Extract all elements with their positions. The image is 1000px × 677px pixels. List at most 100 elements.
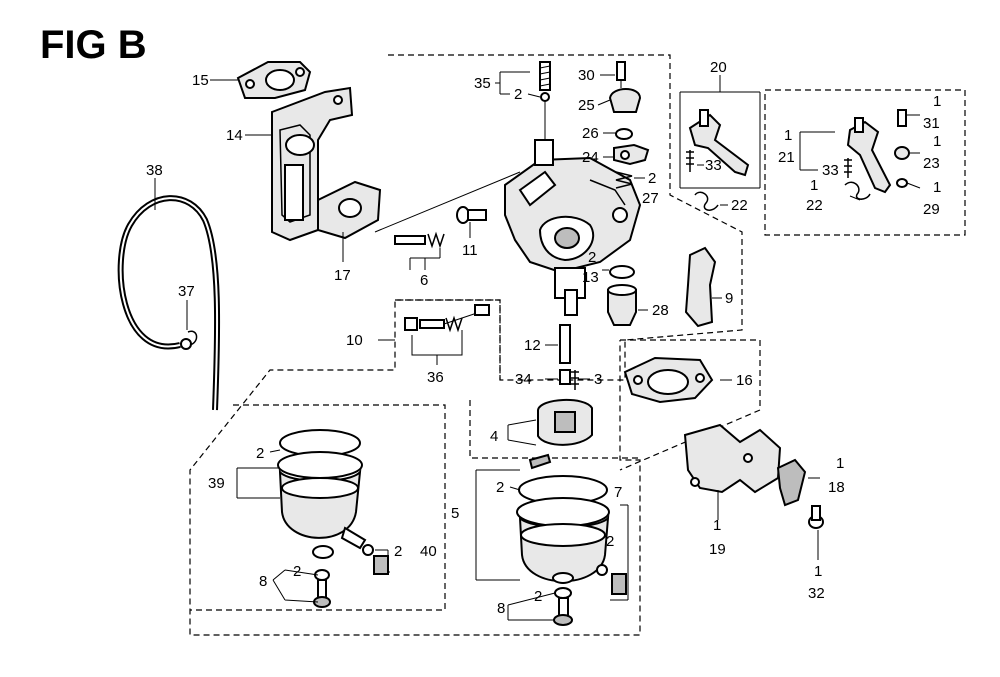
callout-8b: 8 [497, 600, 505, 617]
callout-40-qty: 2 [394, 543, 402, 560]
callout-28: 28 [652, 302, 669, 319]
screw-11 [456, 206, 487, 224]
callout-labels: 15 14 38 37 17 6 11 35 2 30 25 26 24 2 2… [146, 59, 941, 617]
callout-40: 40 [420, 543, 437, 560]
pin-33b [844, 158, 852, 178]
lever-9 [684, 246, 717, 328]
callout-17: 17 [334, 267, 351, 284]
insulator-bracket-14 [271, 86, 354, 242]
gasket-17 [317, 180, 382, 240]
callout-30: 30 [578, 67, 595, 84]
callout-22a: 22 [731, 197, 748, 214]
callout-4: 4 [490, 428, 498, 445]
choke-lever-20 [688, 109, 750, 177]
drain-screw-7 [596, 564, 627, 595]
callout-6: 6 [420, 272, 428, 289]
callout-29: 29 [923, 201, 940, 218]
callout-36: 36 [427, 369, 444, 386]
callout-15: 15 [192, 72, 209, 89]
o-ring-13 [609, 265, 635, 279]
callout-16: 16 [736, 372, 753, 389]
callout-7: 7 [614, 484, 622, 501]
callout-10: 10 [346, 332, 363, 349]
gasket-15 [236, 61, 312, 99]
drain-screw-40 [362, 544, 389, 575]
callout-8a-qty: 2 [293, 563, 301, 580]
spring-22a [694, 191, 719, 211]
callout-8a: 8 [259, 573, 267, 590]
callout-31: 31 [923, 115, 940, 132]
jet-34 [559, 369, 571, 385]
figure-title: FIG B [40, 23, 147, 67]
callout-21-qty: 1 [784, 127, 792, 144]
main-jet-holder-28 [607, 284, 637, 326]
callout-5-qty: 2 [496, 479, 504, 496]
callout-22b-qty: 1 [810, 177, 818, 194]
bowl-kit-outline [190, 400, 640, 611]
valve-24 [613, 143, 650, 166]
float-4 [537, 398, 593, 446]
float-bowl-5 [516, 453, 610, 584]
choke-lever-21 [846, 117, 892, 194]
callout-29-qty: 1 [933, 179, 941, 196]
callout-27-qty: 2 [648, 170, 656, 187]
callout-39: 39 [208, 475, 225, 492]
screw-32 [808, 505, 824, 529]
gasket-16 [623, 356, 714, 404]
callout-9: 9 [725, 290, 733, 307]
leader-lines [154, 71, 921, 621]
spring-22b [844, 181, 871, 200]
washer-29 [896, 178, 908, 188]
screw-31 [897, 109, 907, 127]
pilot-screw-6 [394, 231, 445, 249]
jet-kit-outline [395, 299, 501, 380]
callout-11: 11 [462, 242, 478, 259]
spring-27 [615, 171, 633, 189]
float-bowl-39 [277, 429, 367, 559]
callout-33b: 33 [822, 162, 839, 179]
callout-19-qty: 1 [713, 517, 721, 534]
callout-31-qty: 1 [933, 93, 941, 110]
callout-13-qty: 2 [588, 249, 596, 266]
callout-35-qty: 2 [514, 86, 522, 103]
callout-25: 25 [578, 97, 595, 114]
callout-3: 3 [594, 371, 602, 388]
callout-21: 21 [778, 149, 795, 166]
callout-27: 27 [642, 190, 659, 207]
callout-37: 37 [178, 283, 195, 300]
gasket-bracket-outline [619, 339, 761, 471]
callout-38: 38 [146, 162, 163, 179]
callout-32-qty: 1 [814, 563, 822, 580]
callout-39-qty: 2 [256, 445, 264, 462]
needle-set-36 [404, 304, 490, 333]
callout-20: 20 [710, 59, 727, 76]
clip-37 [187, 330, 198, 346]
screw-30 [616, 61, 626, 88]
callout-13: 13 [582, 269, 599, 286]
clip-18 [776, 458, 807, 507]
cover-25 [608, 88, 642, 113]
washer-26 [615, 128, 633, 140]
callout-34: 34 [515, 371, 532, 388]
callout-35: 35 [474, 75, 491, 92]
fuel-hose-38 [117, 195, 221, 411]
nut-23 [894, 146, 910, 160]
pin-33a [686, 150, 694, 172]
lever-kit-outline [764, 89, 966, 236]
slow-jet-3 [571, 370, 579, 390]
carburetor-body [504, 139, 642, 316]
callout-5: 5 [451, 505, 459, 522]
callout-22b: 22 [806, 197, 823, 214]
callout-8b-qty: 2 [534, 588, 542, 605]
callout-33a: 33 [705, 157, 722, 174]
emulsion-tube-12 [559, 324, 571, 364]
callout-18-qty: 1 [836, 455, 844, 472]
callout-19: 19 [709, 541, 726, 558]
callout-32: 32 [808, 585, 825, 602]
callout-23: 23 [923, 155, 940, 172]
callout-26: 26 [582, 125, 599, 142]
callout-14: 14 [226, 127, 243, 144]
callout-7-qty: 2 [606, 533, 614, 550]
callout-24: 24 [582, 149, 599, 166]
